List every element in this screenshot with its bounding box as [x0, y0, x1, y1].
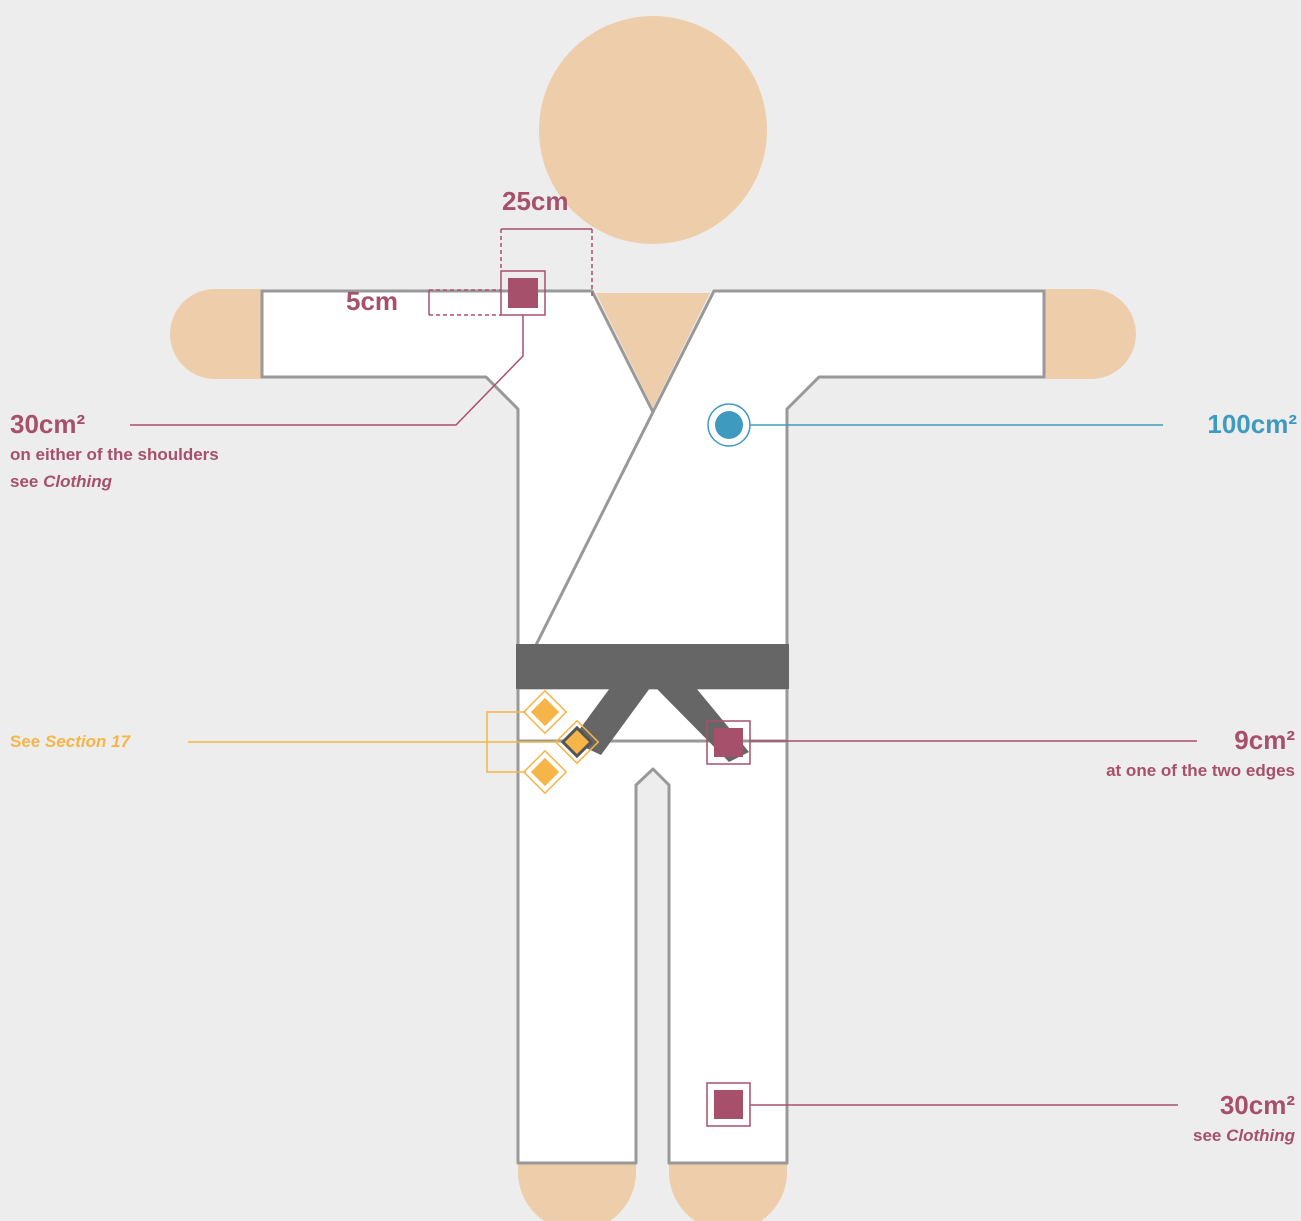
belt-knot-see-reference: See Section 17 — [10, 731, 130, 753]
shoulder-area-label: 30cm² — [10, 409, 85, 439]
belt-edge-note: at one of the two edges — [1106, 760, 1295, 782]
head — [539, 16, 767, 244]
chest-area-label: 100cm² — [1207, 409, 1297, 439]
left-hand — [170, 289, 262, 379]
trousers-area-label: 30cm² — [1220, 1090, 1295, 1120]
left-foot — [518, 1163, 636, 1221]
height-dimension-label: 5cm — [346, 286, 398, 316]
width-dimension-label: 25cm — [502, 186, 569, 216]
belt-edge-patch — [714, 728, 743, 757]
trousers-patch — [714, 1090, 743, 1119]
right-foot — [669, 1163, 787, 1221]
belt-knot-see-ref: Section 17 — [45, 732, 130, 751]
shoulder-note: on either of the shoulders — [10, 444, 219, 466]
belt-knot-see-prefix: See — [10, 732, 45, 751]
belt-edge-area-label: 9cm² — [1234, 725, 1295, 755]
chest-emblem — [715, 411, 743, 439]
trousers — [518, 688, 787, 1163]
shoulder-see-reference: see Clothing — [10, 471, 112, 493]
shoulder-patch — [508, 278, 538, 308]
trousers-see-reference: see Clothing — [1193, 1125, 1295, 1147]
right-hand — [1044, 289, 1136, 379]
shoulder-see-ref: Clothing — [43, 472, 112, 491]
shoulder-see-prefix: see — [10, 472, 43, 491]
belt-knot-leader-line — [188, 712, 560, 772]
trousers-see-ref: Clothing — [1226, 1126, 1295, 1145]
belt — [516, 644, 789, 689]
trousers-see-prefix: see — [1193, 1126, 1226, 1145]
